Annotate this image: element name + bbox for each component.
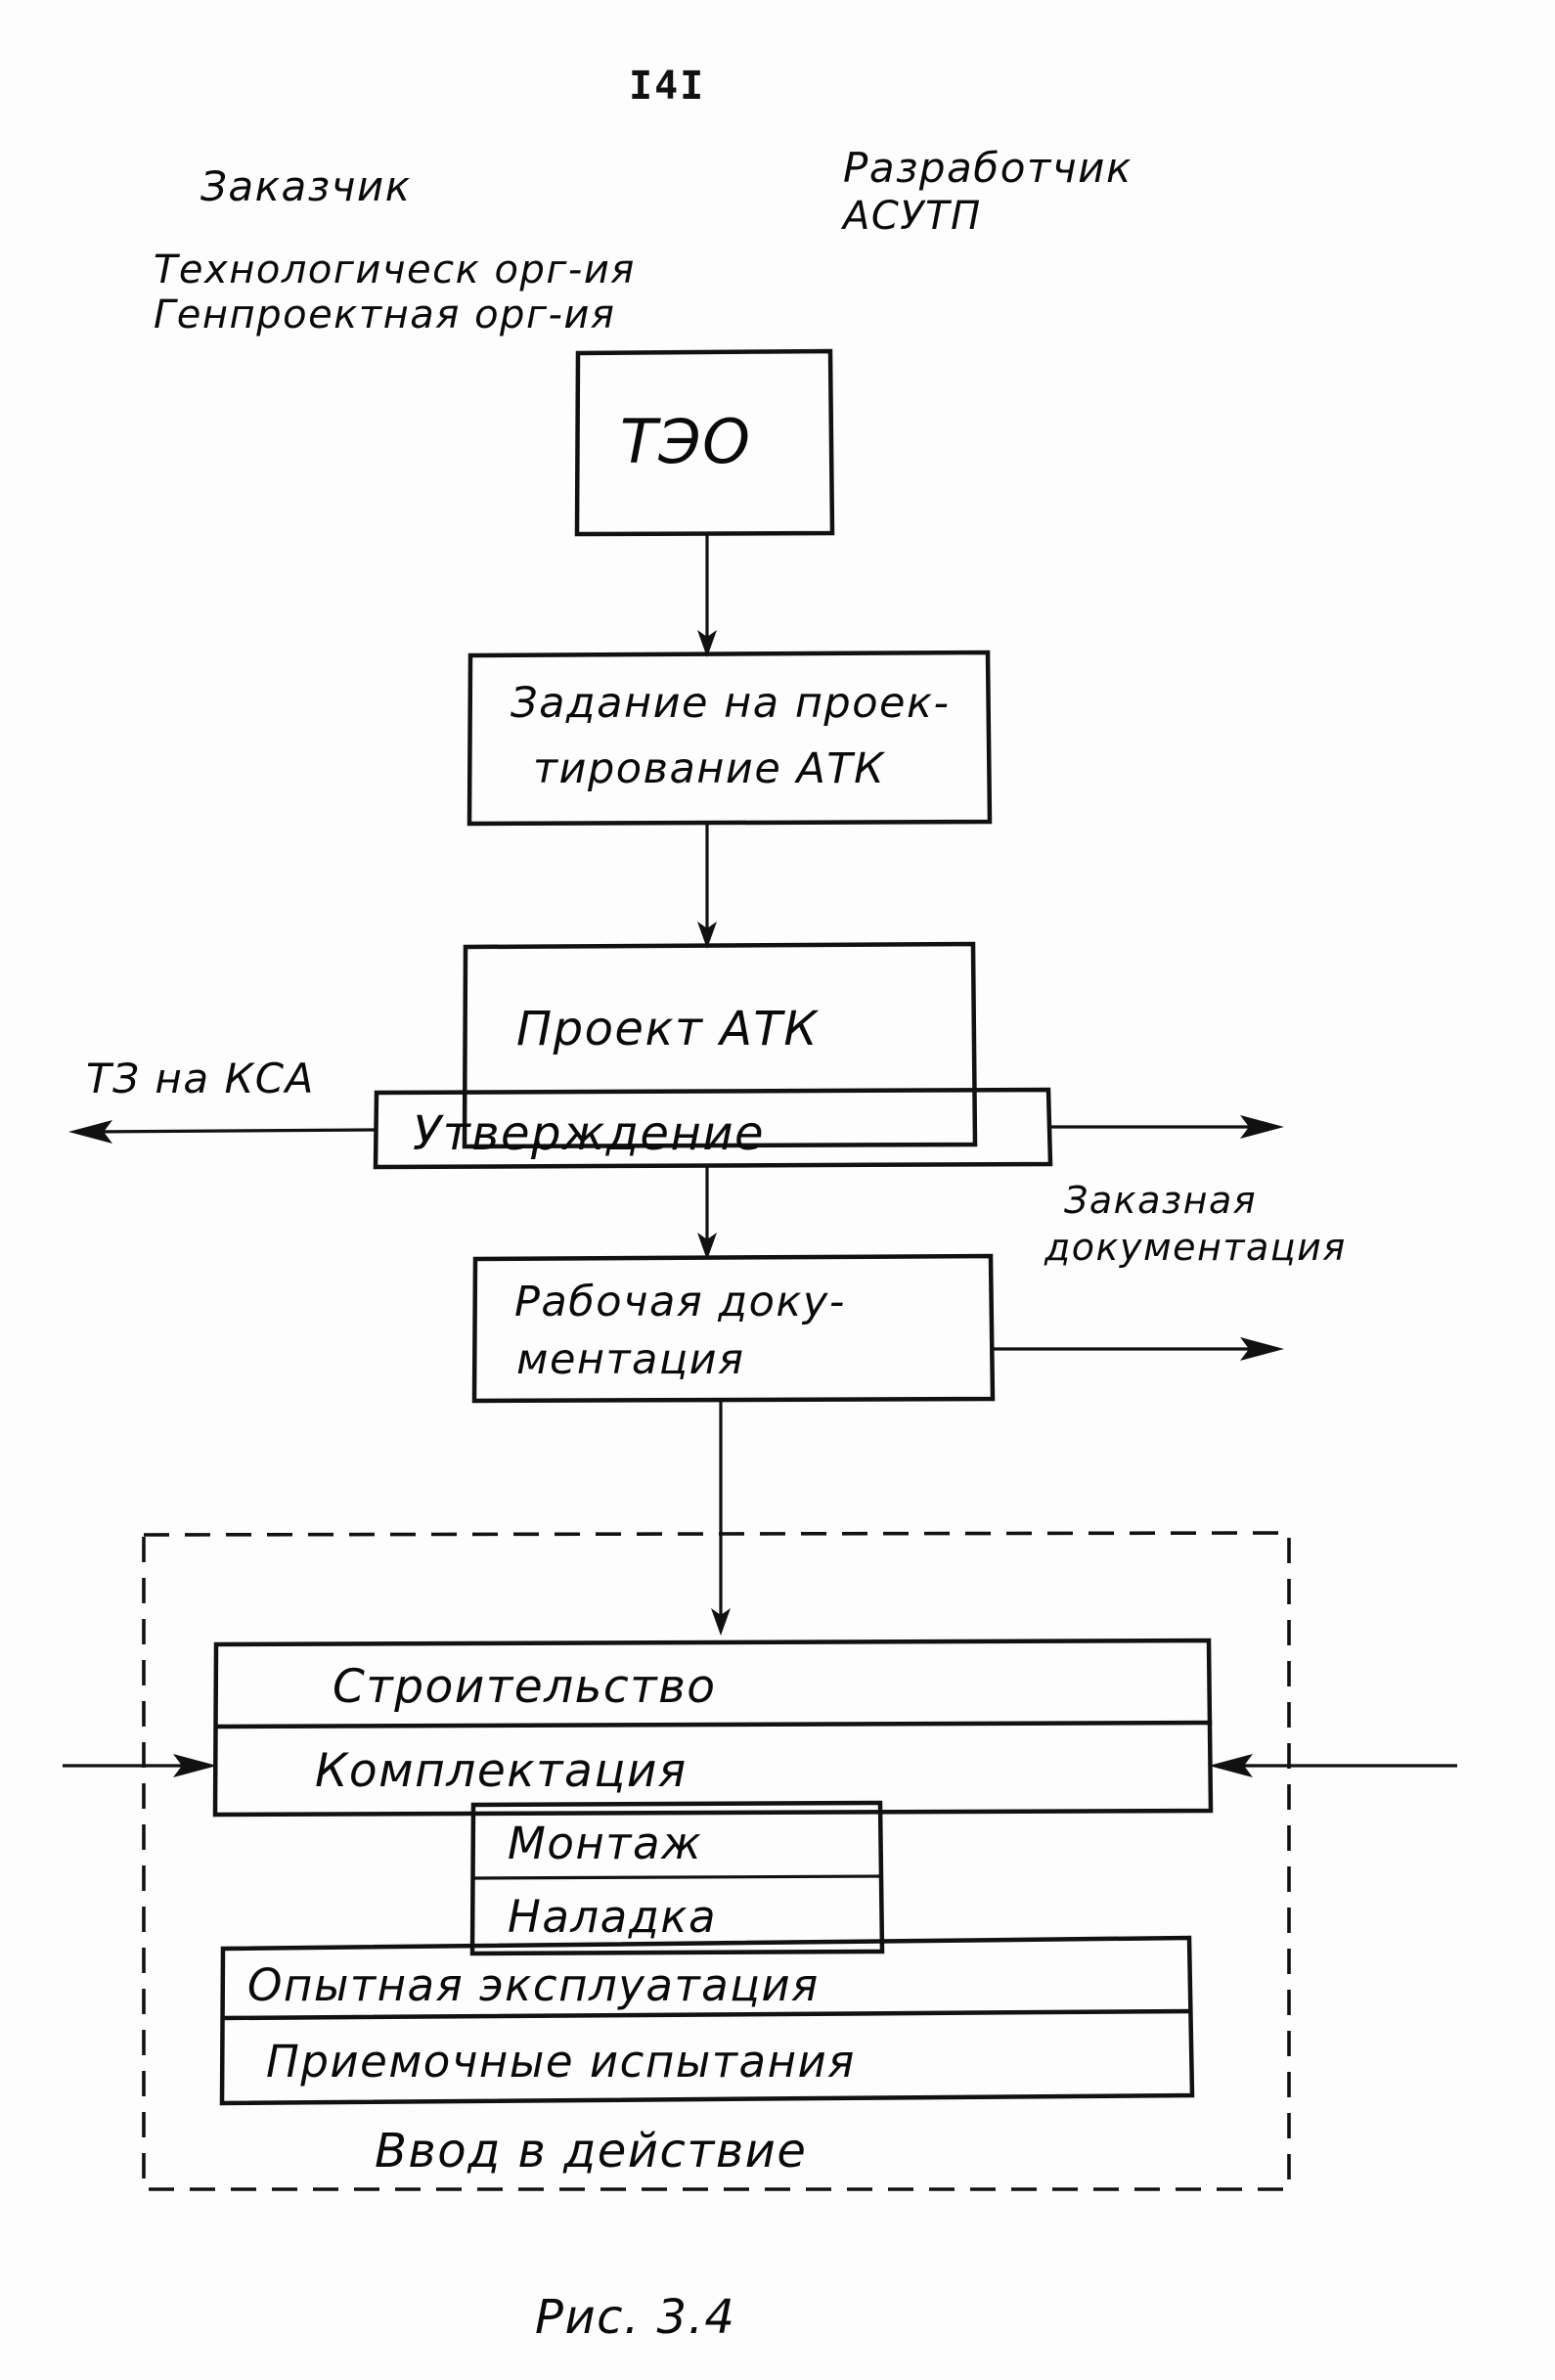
connector-teo-to-zadanie (697, 534, 717, 657)
box-priemochnye-label: Приемочные испытания (266, 2036, 856, 2088)
box-rabochaya-dokumentatsiya: Рабочая доку- ментация (471, 1253, 996, 1404)
box-utverzhdenie: Утверждение (373, 1087, 1053, 1170)
page-number: I4I (629, 64, 705, 109)
arrow-input-komplektatsiya-right (1209, 1754, 1457, 1777)
box-montazh-naladka: Монтаж Наладка (469, 1800, 885, 1956)
header-right-line-1: Разработчик (843, 144, 1133, 192)
box-proekt-atk: Проект АТК (462, 941, 978, 1149)
box-stroitelstvo-komplektatsiya: Строительство Комплектация (212, 1638, 1214, 1818)
box-utverzhdenie-label: Утверждение (413, 1106, 765, 1161)
header-left-line-2: Технологическ орг-ия (154, 247, 636, 292)
arrow-output-utverzhdenie-right (1050, 1115, 1284, 1139)
box-proekt-atk-label: Проект АТК (516, 1002, 819, 1056)
header-left-line-1: Заказчик (200, 162, 412, 210)
dashed-group-vvod-v-deystvie (142, 1531, 1291, 2191)
header-left-line-3: Генпроектная орг-ия (154, 292, 615, 337)
label-tz-na-ksa: ТЗ на КСА (86, 1055, 315, 1102)
connector-rabochaya-to-stroitelstvo (711, 1401, 731, 1636)
arrow-output-tz-na-ksa (68, 1120, 377, 1144)
label-zakaznaya-line-1: Заказная (1064, 1179, 1257, 1222)
box-zadanie-label-line-2: тирование АТК (533, 744, 886, 793)
connector-zadanie-to-proekt (697, 824, 717, 949)
box-teo: ТЭО (574, 348, 835, 537)
header-right-line-2: АСУТП (840, 194, 982, 239)
box-montazh-label: Монтаж (508, 1818, 702, 1869)
box-opytnaya-priemochnye: Опытная эксплуатация Приемочные испытани… (219, 1935, 1195, 2106)
box-teo-label: ТЭО (620, 406, 751, 477)
label-zakaznaya-line-2: документация (1044, 1226, 1347, 1269)
box-opytnaya-label: Опытная эксплуатация (247, 1959, 820, 2011)
box-stroitelstvo-label: Строительство (333, 1660, 717, 1714)
box-zadanie-na-proektirovanie: Задание на проек- тирование АТК (466, 650, 993, 827)
box-naladka-label: Наладка (508, 1891, 717, 1943)
box-zadanie-label-line-1: Задание на проек- (511, 679, 950, 728)
box-rabochaya-label-line-2: ментация (516, 1335, 745, 1384)
box-komplektatsiya-label: Комплектация (315, 1744, 688, 1798)
arrow-output-rabochaya-right (993, 1337, 1284, 1361)
figure-caption: Рис. 3.4 (535, 2290, 735, 2345)
label-vvod-v-deystvie: Ввод в действие (375, 2124, 807, 2178)
arrow-input-komplektatsiya-left (63, 1754, 217, 1777)
box-rabochaya-label-line-1: Рабочая доку- (514, 1278, 846, 1326)
connector-utverzhdenie-to-rabochaya (697, 1167, 717, 1260)
